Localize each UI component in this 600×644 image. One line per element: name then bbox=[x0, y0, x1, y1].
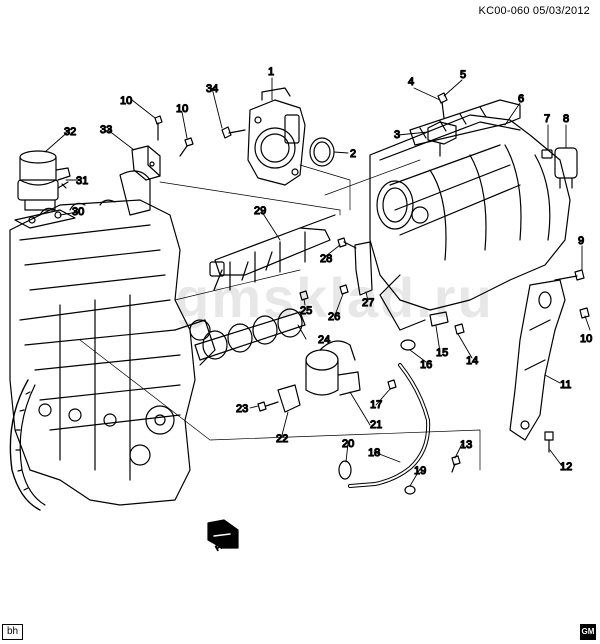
callout-26: 26 bbox=[328, 311, 340, 323]
callout-9: 9 bbox=[578, 235, 584, 247]
callout-numbers: 1 2 3 4 5 6 7 8 9 10 10 10 11 12 13 14 1… bbox=[63, 65, 592, 477]
callout-10-top-right: 10 bbox=[176, 103, 188, 115]
connector-14-15 bbox=[429, 311, 465, 335]
callout-10-top-left: 10 bbox=[120, 95, 132, 107]
callout-20: 20 bbox=[342, 438, 354, 450]
intake-manifold-gasket bbox=[194, 308, 306, 361]
engine-block bbox=[9, 170, 216, 506]
callout-29: 29 bbox=[254, 205, 266, 217]
bolt-13 bbox=[451, 455, 461, 473]
callout-2: 2 bbox=[350, 148, 356, 160]
callout-33: 33 bbox=[100, 124, 112, 136]
sensor-7 bbox=[541, 149, 553, 159]
map-sensor bbox=[427, 121, 457, 157]
bolt-25 bbox=[299, 290, 309, 301]
throttle-body bbox=[247, 87, 306, 186]
callout-22: 22 bbox=[276, 433, 288, 445]
egr-tube bbox=[348, 363, 431, 488]
callout-23: 23 bbox=[236, 403, 248, 415]
callout-6: 6 bbox=[518, 93, 524, 105]
callout-19: 19 bbox=[414, 465, 426, 477]
callout-15: 15 bbox=[436, 347, 448, 359]
callout-25: 25 bbox=[300, 305, 312, 317]
bolt-12 bbox=[544, 431, 554, 453]
callout-16: 16 bbox=[420, 359, 432, 371]
manifold-support-bracket bbox=[509, 279, 566, 441]
intake-manifold bbox=[369, 99, 571, 331]
egr-bracket bbox=[131, 145, 161, 181]
cap-16 bbox=[400, 339, 416, 351]
callout-8: 8 bbox=[563, 113, 569, 125]
callout-11: 11 bbox=[560, 379, 571, 391]
callout-3: 3 bbox=[394, 129, 400, 141]
bolt-4-5 bbox=[437, 92, 448, 119]
corner-label: bh bbox=[2, 624, 24, 640]
diagram-code: KC00-060 05/03/2012 bbox=[478, 5, 590, 17]
bolt-28 bbox=[337, 237, 357, 249]
alignment-lines bbox=[79, 159, 481, 471]
bolt-10-right bbox=[579, 307, 590, 319]
bolt-10-top bbox=[154, 115, 163, 141]
callout-31: 31 bbox=[76, 175, 88, 187]
callout-5: 5 bbox=[460, 69, 466, 81]
callout-21: 21 bbox=[370, 419, 382, 431]
callout-27: 27 bbox=[362, 297, 374, 309]
egr-bolt bbox=[57, 181, 69, 189]
bolt-34 bbox=[221, 126, 246, 139]
throttle-body-gasket bbox=[309, 137, 335, 167]
bolt-10-right-of-bracket bbox=[179, 137, 194, 157]
bolt-26 bbox=[339, 284, 349, 295]
callout-32: 32 bbox=[64, 126, 76, 138]
callout-1: 1 bbox=[268, 66, 274, 78]
bolt-23 bbox=[257, 401, 279, 412]
callout-28: 28 bbox=[320, 253, 332, 265]
purge-solenoid bbox=[305, 340, 361, 396]
callout-13: 13 bbox=[460, 439, 472, 451]
gasket-20 bbox=[338, 460, 352, 480]
callout-30: 30 bbox=[72, 206, 84, 218]
egr-valve bbox=[17, 150, 71, 211]
bracket-27 bbox=[354, 241, 373, 296]
callout-17: 17 bbox=[370, 399, 382, 411]
bolt-17 bbox=[387, 379, 397, 390]
callout-7: 7 bbox=[544, 113, 550, 125]
callout-18: 18 bbox=[368, 447, 380, 459]
callout-12: 12 bbox=[560, 461, 572, 473]
callout-14: 14 bbox=[466, 355, 478, 367]
gm-logo-text: GM bbox=[581, 627, 595, 636]
bolt-9 bbox=[554, 269, 585, 281]
leader-lines bbox=[44, 77, 591, 487]
bracket-22 bbox=[277, 384, 301, 413]
callout-24: 24 bbox=[318, 334, 330, 346]
callout-4: 4 bbox=[408, 76, 414, 88]
callout-10-right: 10 bbox=[580, 333, 592, 345]
fuel-rail bbox=[209, 214, 336, 291]
front-direction-arrow: FRT bbox=[207, 519, 239, 553]
flywheel bbox=[9, 379, 46, 511]
callout-34: 34 bbox=[206, 83, 218, 95]
bolt-19 bbox=[404, 485, 416, 495]
gm-logo-icon: GM bbox=[580, 624, 596, 640]
